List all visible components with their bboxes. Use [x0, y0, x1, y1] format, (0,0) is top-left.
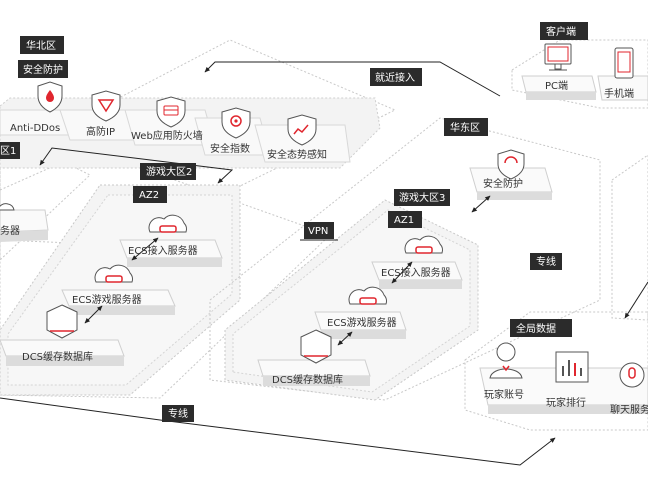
- az2-dcs-icon: [46, 304, 78, 339]
- global-data-tag: 全局数据: [510, 319, 572, 337]
- high-defense-ip-label: 高防IP: [86, 125, 115, 138]
- svg-text:客户端: 客户端: [546, 25, 576, 38]
- high-defense-ip-icon: [91, 90, 121, 122]
- chat-service-icon: [619, 362, 645, 388]
- zone1-cloud-icon: [0, 203, 15, 211]
- svg-text:游戏大区2: 游戏大区2: [146, 165, 192, 178]
- az1-dcs-icon: [300, 329, 332, 364]
- nearby-access-line: [204, 61, 501, 97]
- security-index-label: 安全指数: [210, 142, 250, 155]
- svg-text:VPN: VPN: [308, 226, 328, 237]
- az1-ecs-access-label: ECS接入服务器: [381, 266, 451, 279]
- dedicated-line-tag-bottom: 专线: [162, 405, 194, 422]
- east-region-tag: 华东区: [444, 118, 488, 136]
- svg-text:全局数据: 全局数据: [516, 322, 556, 335]
- east-security-icon: [497, 149, 525, 180]
- player-ranking-icon: [555, 351, 589, 383]
- security-group-tag: 安全防护: [18, 60, 68, 78]
- chat-service-label: 聊天服务: [610, 403, 648, 416]
- svg-text:安全防护: 安全防护: [23, 63, 63, 76]
- anti-ddos-label: Anti-DDos: [10, 123, 60, 134]
- zone3-tag: 游戏大区3: [394, 189, 450, 206]
- security-situation-label: 安全态势感知: [267, 148, 327, 161]
- north-region-tag: 华北区: [20, 36, 64, 54]
- player-account-label: 玩家账号: [484, 388, 524, 401]
- svg-text:就近接入: 就近接入: [375, 71, 415, 84]
- svg-text:区1: 区1: [0, 145, 16, 157]
- svg-text:华东区: 华东区: [450, 121, 480, 134]
- zone-link-line: [39, 147, 234, 184]
- az2-dcs-label: DCS缓存数据库: [22, 350, 93, 363]
- vpn-tag: VPN: [304, 222, 334, 239]
- az1-ecs-game-label: ECS游戏服务器: [327, 316, 397, 329]
- north-region-outline: [0, 39, 397, 246]
- player-account-icon: [489, 342, 523, 379]
- security-index-icon: [221, 107, 251, 139]
- svg-text:专线: 专线: [168, 407, 188, 420]
- player-ranking-label: 玩家排行: [546, 396, 586, 409]
- pc-label: PC端: [545, 79, 568, 92]
- az2-dcs-box: [0, 339, 125, 366]
- svg-text:AZ1: AZ1: [394, 215, 414, 226]
- az2-tag: AZ2: [133, 186, 167, 203]
- az1-ecs-access-icon: [404, 235, 443, 254]
- dedicated-line-bottom: [0, 397, 556, 466]
- zone1-tag: 区1: [0, 142, 20, 159]
- global-region-outline: [464, 311, 648, 431]
- security-tiles: [0, 109, 351, 163]
- nearby-access-tag: 就近接入: [370, 68, 422, 86]
- waf-label: Web应用防火墙: [131, 129, 203, 142]
- security-situation-icon: [287, 114, 317, 146]
- mobile-label: 手机端: [604, 87, 634, 100]
- zone1-server-label: 务器: [0, 224, 20, 237]
- waf-icon: [156, 96, 186, 128]
- east-security-label: 安全防护: [483, 177, 523, 190]
- mobile-icon: [614, 47, 634, 79]
- az1-ecs-game-icon: [348, 286, 387, 305]
- zone1-server-box: [0, 209, 49, 242]
- az2-ecs-access-icon: [148, 214, 187, 233]
- az2-ecs-game-icon: [94, 264, 133, 283]
- dedicated-line-tag-right: 专线: [530, 253, 562, 270]
- svg-text:AZ2: AZ2: [139, 190, 159, 201]
- anti-ddos-icon: [37, 81, 63, 113]
- pc-box: [521, 75, 597, 100]
- east-security-box: [469, 167, 553, 200]
- client-tag: 客户端: [540, 22, 588, 40]
- dedicated-line-right: [624, 281, 648, 319]
- svg-text:专线: 专线: [536, 255, 556, 268]
- svg-text:游戏大区3: 游戏大区3: [399, 191, 445, 204]
- svg-text:华北区: 华北区: [26, 39, 56, 52]
- az1-dcs-label: DCS缓存数据库: [272, 373, 343, 386]
- az2-ecs-game-label: ECS游戏服务器: [72, 293, 142, 306]
- az1-tag: AZ1: [388, 211, 422, 228]
- zone2-tag: 游戏大区2: [140, 163, 196, 180]
- az1-dcs-box: [257, 359, 371, 386]
- pc-icon: [544, 43, 572, 71]
- east-region-outline: [209, 117, 601, 401]
